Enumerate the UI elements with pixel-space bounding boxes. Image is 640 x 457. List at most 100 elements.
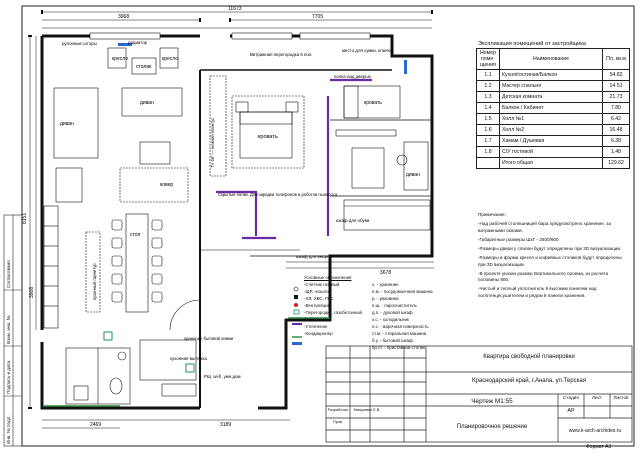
- side-vzam: Взам. инв. №: [6, 315, 11, 344]
- col-header-number: Номер поме- щения: [476, 48, 500, 70]
- cell-area: 54.82: [602, 69, 630, 81]
- abbrev-item: п.м. - посудомоечная машина: [372, 289, 433, 294]
- ac-units: [118, 43, 407, 74]
- partitions: [216, 78, 372, 240]
- stamp-project: Квартира свободной планировки: [483, 354, 575, 360]
- cell-area: 1.48: [602, 146, 630, 158]
- guest-wc: [65, 347, 131, 405]
- label-living: диван: [140, 100, 154, 106]
- legend-item: -Вентиляция: [304, 303, 331, 308]
- cell-num: 1.2: [476, 80, 500, 92]
- armchair-bottom: [55, 167, 83, 203]
- inner-walls-right: [250, 119, 432, 257]
- cell-num: [476, 157, 500, 169]
- dimension-lines: [29, 11, 434, 429]
- master-bedroom: [209, 75, 305, 177]
- outer-walls: [40, 34, 434, 410]
- stamp-address: Краснодарский край, г.Анапа, ул.Терская: [472, 378, 586, 384]
- sheet-format: Формат А3: [586, 444, 612, 450]
- stamp-sheets-label: Листов: [613, 395, 629, 400]
- label-table-small: столик: [136, 64, 152, 70]
- chairs: [111, 219, 163, 303]
- label-tv: TV 65" — нижний плинтус: [210, 118, 215, 168]
- dimension-ticks: [28, 10, 433, 409]
- label-kitchen-set: кухонный гарнитур: [92, 263, 97, 300]
- dim-bottom-2: 3189: [220, 422, 231, 428]
- cell-area: 21.73: [602, 91, 630, 103]
- label-niche: место для сумки, ключей: [342, 48, 394, 53]
- stamp-sheet-label: Лист: [592, 395, 602, 400]
- side-agreed: Согласовано: [6, 260, 11, 288]
- note-item: -В проекте указан размер Вертикального п…: [478, 270, 609, 283]
- abbrev-item: р. - раковина: [372, 296, 399, 301]
- cell-name: Итого общая: [499, 157, 603, 169]
- abbrev-item: х.с. - холодильник: [372, 317, 409, 322]
- note-item: -Размеры двери у спален будут определены…: [478, 245, 622, 251]
- cell-name: Холл №2: [499, 124, 603, 136]
- stamp-checked: Пров.: [332, 420, 344, 424]
- label-radiator: радиатор: [128, 40, 148, 45]
- label-kids: кровать: [364, 100, 382, 106]
- sofa-top: [121, 87, 183, 117]
- cell-num: 1.5: [476, 113, 500, 125]
- label-sofa-right: диван: [406, 172, 420, 178]
- dim-top-1: 3968: [118, 14, 129, 20]
- note-item: -Габаритные размеры ШхГ - 2600/600: [478, 236, 559, 242]
- abbrev-item: ст.м. - стиральная машина: [372, 331, 427, 336]
- cell-name: Хамам / Душевая: [499, 135, 603, 147]
- kitchen-set: [43, 205, 101, 329]
- label-bedroom: кровать: [258, 134, 278, 140]
- note-item: -Над рабочей столешницей бара предусмотр…: [478, 221, 611, 233]
- notes-title: Примечание:: [478, 212, 506, 217]
- note-item: -Размеры и форма кресел и кофейных столи…: [478, 254, 622, 267]
- insulation: [44, 317, 330, 407]
- label-storage: шкаф для обуви: [336, 218, 370, 223]
- title-block: [325, 345, 633, 443]
- cell-num: 1.1: [476, 69, 500, 81]
- abbrev-item: б.у. - бытовой шкаф: [372, 338, 413, 343]
- dim-left-1: 8151: [22, 213, 28, 224]
- label-boiler: РШ, wi-fi, умн.дом: [204, 374, 240, 379]
- cell-area: 129.62: [602, 157, 630, 169]
- cell-area: 6.42: [602, 113, 630, 125]
- stamp-stage-label: Стадия: [563, 395, 579, 400]
- dim-top-3: 7705: [312, 14, 323, 20]
- carpet-living: [119, 167, 189, 203]
- abbrev-item: п.с. - варочная поверхность: [372, 324, 429, 329]
- side-sign: Подпись и дата: [6, 360, 11, 394]
- sofa-left: [53, 87, 99, 159]
- coffee-table-2: [139, 141, 171, 165]
- explication-table: Номер поме- щения Наименование Пл. кв.м …: [476, 48, 630, 169]
- legend-title: Условные обозначения: [304, 275, 352, 280]
- cell-num: 1.8: [476, 146, 500, 158]
- armchair-right: [159, 47, 179, 69]
- living-furniture: [53, 47, 189, 313]
- label-hood: кухонная вытяжка: [170, 356, 207, 361]
- cell-area: 16.48: [602, 124, 630, 136]
- legend-item: -Утепление: [304, 324, 328, 329]
- stamp-author: Мишуевич Е.В.: [353, 408, 381, 412]
- cell-name: Холл №1: [499, 113, 603, 125]
- cell-num: 1.7: [476, 135, 500, 147]
- cell-area: 7.80: [602, 102, 630, 114]
- dim-bottom-1: 2469: [90, 422, 101, 428]
- label-partition: Витражная перегородка 6 пол.: [250, 52, 313, 57]
- explication-title: Экспликация помещений от застройщика: [478, 41, 586, 47]
- stamp-stage: АР: [567, 408, 575, 414]
- col-header-name: Наименование: [499, 48, 603, 70]
- entrance-hall: [139, 299, 201, 397]
- kitchen-table: [125, 213, 149, 313]
- legend-item: -ХЛ, ХВС, ГВС: [304, 296, 334, 301]
- label-armchair-right: кресло: [162, 56, 178, 62]
- ventilation-marks: [103, 331, 195, 373]
- legend-symbols: [292, 286, 302, 345]
